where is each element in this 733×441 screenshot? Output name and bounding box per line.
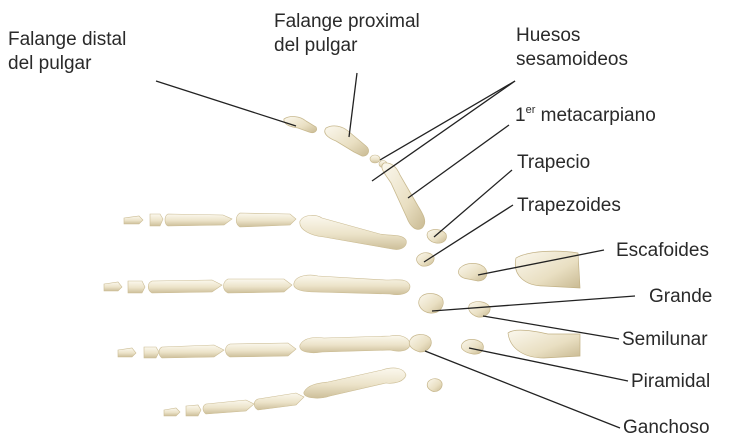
lunate-bone: [469, 302, 491, 318]
leader-capitate: [432, 296, 635, 311]
first-metacarpal: [382, 163, 425, 229]
label-sesamoid-bones: Huesos sesamoideos: [516, 24, 628, 72]
trapezium-bone: [427, 230, 446, 244]
label-triquetrum: Piramidal: [631, 370, 710, 394]
leader-first-metacarpal: [408, 125, 509, 198]
label-proximal-thumb-phalanx: Falange proximal del pulgar: [274, 10, 420, 58]
label-lunate: Semilunar: [622, 328, 708, 352]
thumb-proximal-phalanx: [325, 126, 369, 156]
leader-trapezium: [434, 170, 512, 237]
index-finger-bones: [124, 213, 406, 250]
leader-sesamoid-2: [372, 81, 515, 181]
carpal-bones: [409, 230, 490, 392]
label-trapezoid: Trapezoides: [517, 194, 621, 218]
label-capitate: Grande: [649, 285, 712, 309]
label-trapezium: Trapecio: [517, 151, 590, 175]
label-scaphoid: Escafoides: [616, 239, 709, 263]
hamate-bone: [409, 334, 431, 352]
pisiform-bone: [427, 379, 442, 392]
trapezoid-bone: [417, 253, 435, 266]
scaphoid-bone: [458, 263, 486, 281]
leader-sesamoid-1: [380, 81, 515, 160]
leader-distal-thumb-phalanx: [156, 81, 296, 126]
leader-hamate: [425, 351, 620, 428]
thumb-bones: [284, 117, 425, 230]
middle-finger-bones: [104, 275, 410, 295]
label-hamate: Ganchoso: [623, 416, 710, 440]
little-finger-bones: [164, 368, 406, 416]
thumb-distal-phalanx: [284, 117, 317, 133]
sesamoid-bone-1: [370, 155, 380, 163]
ulna-end: [508, 330, 580, 358]
triquetrum-bone: [461, 339, 483, 354]
label-distal-thumb-phalanx: Falange distal del pulgar: [8, 28, 126, 76]
label-first-metacarpal: 1er metacarpiano: [515, 104, 656, 128]
leader-proximal-thumb-phalanx: [349, 73, 357, 137]
ring-finger-bones: [118, 335, 410, 358]
